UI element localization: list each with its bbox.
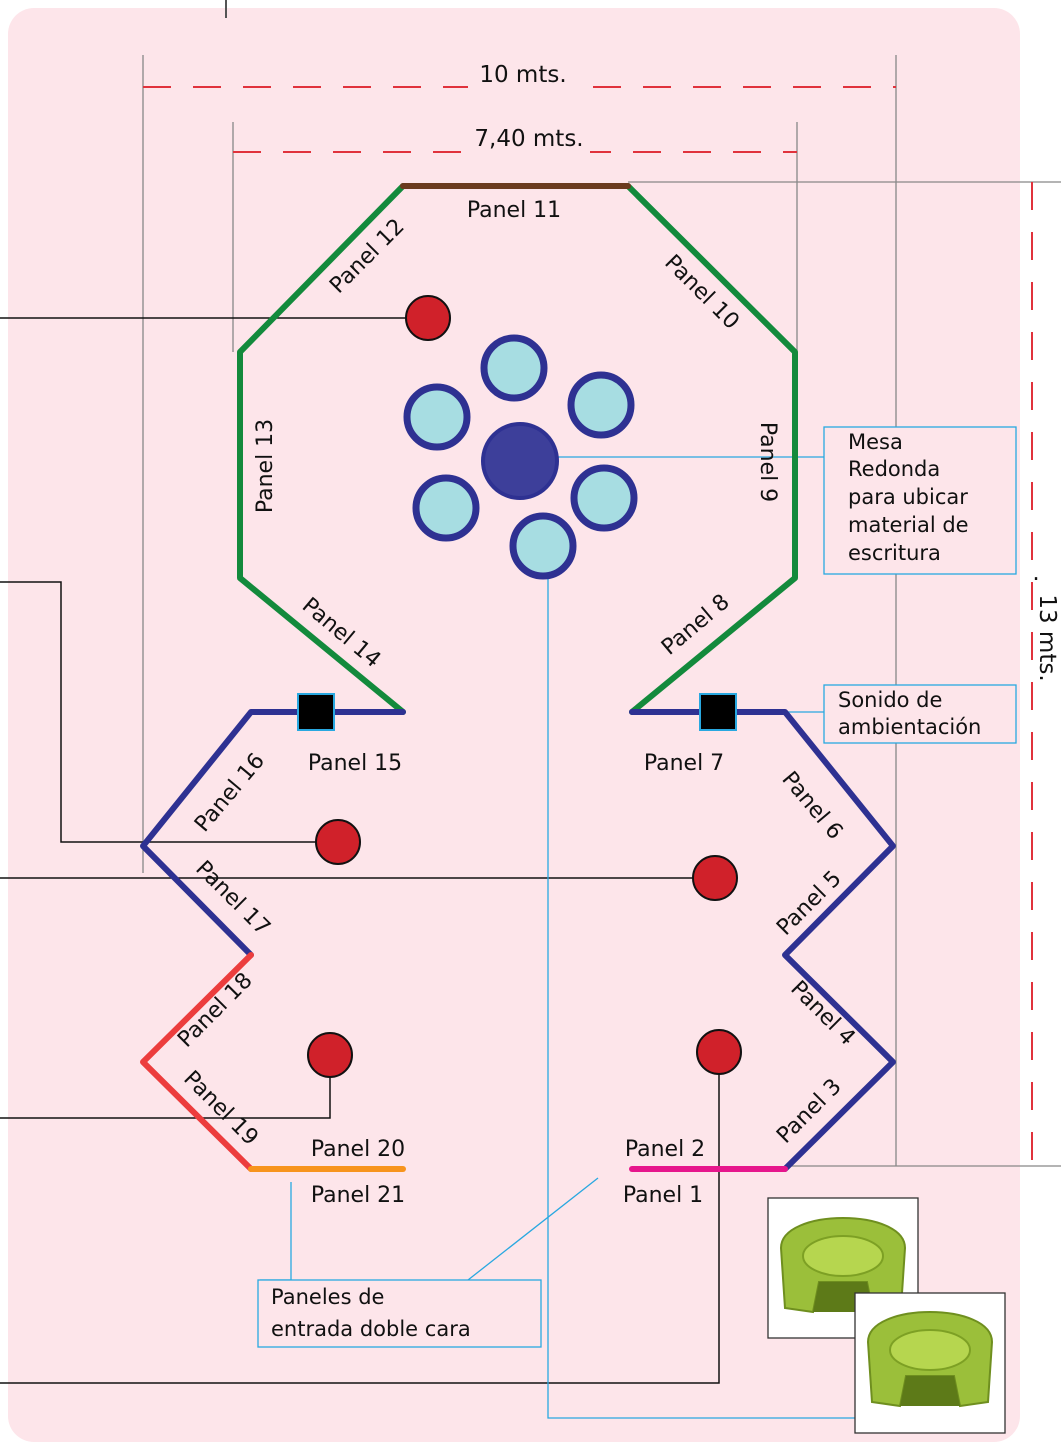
callout-mesa-line: Mesa — [848, 430, 903, 454]
guide-lines — [142, 55, 1061, 1167]
panel-label-20: Panel 20 — [311, 1137, 405, 1162]
callout-mesa: Mesa Redonda para ubicar material de esc… — [823, 426, 1017, 575]
callout-mesa-line: material de — [848, 513, 969, 537]
round-table-group — [403, 334, 638, 580]
height-dimension-label: 13 mts. — [1034, 594, 1060, 681]
callout-mesa-line: escritura — [848, 541, 941, 565]
panel-label-15: Panel 15 — [308, 751, 402, 776]
red-markers — [307, 295, 742, 1078]
callout-entrada: Paneles de entrada doble cara — [257, 1279, 542, 1348]
wall-left-red — [140, 952, 254, 1172]
panel-label-13: Panel 13 — [253, 419, 278, 513]
marker-dot — [405, 295, 451, 341]
width-dimension-label: 10 mts. — [479, 62, 566, 88]
panel-label-1: Panel 1 — [623, 1183, 703, 1208]
chair-photo — [854, 1292, 1006, 1434]
panel-label-9: Panel 9 — [755, 422, 780, 502]
height-dimension-dot: . — [1032, 560, 1039, 586]
callout-sonido-line: Sonido de — [838, 688, 942, 712]
seat — [403, 383, 471, 451]
panel-label-7: Panel 7 — [644, 751, 724, 776]
seat — [412, 474, 480, 542]
wall-left-green — [237, 183, 406, 715]
marker-dot — [315, 819, 361, 865]
seat — [567, 371, 635, 439]
plan-background — [8, 8, 1020, 1442]
armchair-icon — [866, 1311, 994, 1408]
dim-label-bg — [468, 125, 590, 155]
round-table — [481, 422, 559, 500]
inner-width-dimension-label: 7,40 mts. — [474, 126, 583, 152]
callout-mesa-line: Redonda — [848, 457, 940, 481]
speaker-icon — [699, 693, 737, 731]
panel-walls — [140, 183, 896, 1172]
wall-right-navy — [629, 709, 896, 1172]
callout-sonido-line: ambientación — [838, 715, 981, 739]
speaker-icon — [297, 693, 335, 731]
marker-dot — [692, 855, 738, 901]
callout-sonido: Sonido de ambientación — [823, 684, 1017, 744]
marker-dot — [696, 1029, 742, 1075]
panel-label-11: Panel 11 — [467, 198, 561, 223]
marker-dot — [307, 1032, 353, 1078]
seat — [570, 464, 638, 532]
dim-label-bg — [468, 60, 578, 90]
wall-right-green — [625, 183, 798, 715]
panel-label-21: Panel 21 — [311, 1183, 405, 1208]
callout-entrada-line: Paneles de — [271, 1285, 384, 1309]
callout-entrada-line: entrada doble cara — [271, 1317, 471, 1341]
panel-label-2: Panel 2 — [625, 1137, 705, 1162]
seat — [480, 334, 548, 402]
callout-mesa-line: para ubicar — [848, 485, 968, 509]
seat — [509, 512, 577, 580]
